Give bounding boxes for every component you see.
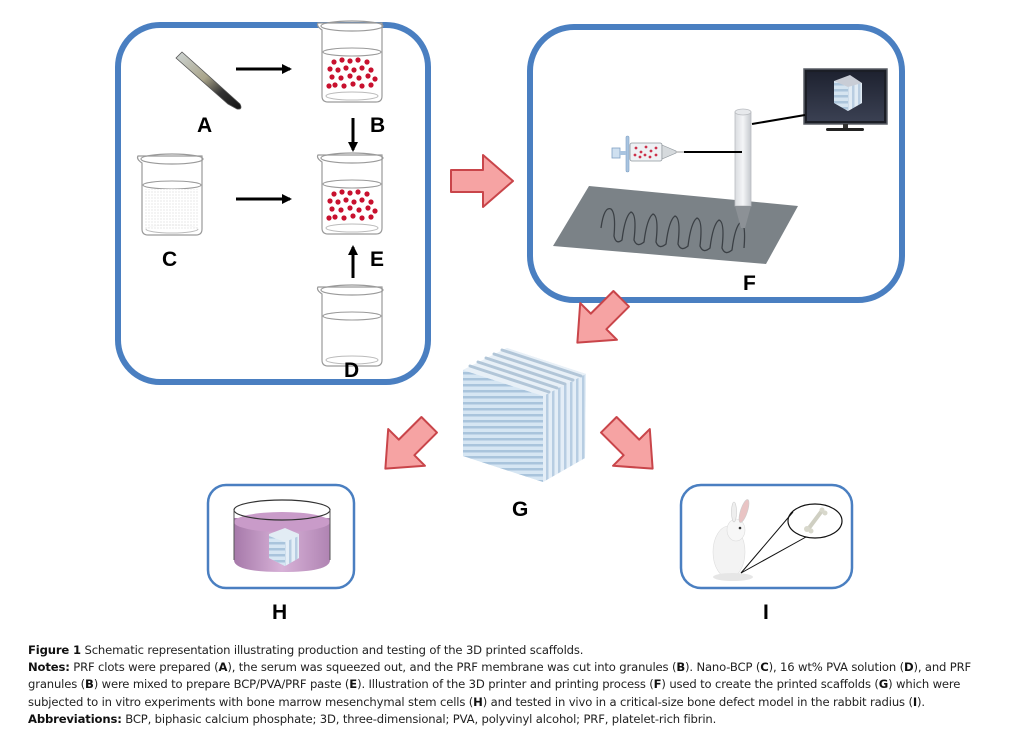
- syringe-icon: [611, 135, 684, 173]
- notes-segment: ) and tested in vivo in a critical-size …: [482, 694, 913, 709]
- panel-reference: G: [878, 677, 889, 692]
- panel-reference: F: [653, 677, 662, 692]
- notes-segment: ). Illustration of the 3D printer and pr…: [357, 677, 654, 692]
- beaker-d-icon: [316, 284, 384, 367]
- zoom-line-bottom: [740, 536, 807, 574]
- notes-segment: ).: [917, 694, 925, 709]
- notes-segment: ), 16 wt% PVA solution (: [768, 660, 905, 675]
- panel-reference: A: [218, 660, 228, 675]
- abbreviations-label: Abbreviations:: [28, 711, 122, 726]
- notes-text: PRF clots were prepared (A), the serum w…: [28, 660, 971, 708]
- panel-reference: B: [676, 660, 686, 675]
- zoom-line-top: [740, 511, 794, 574]
- monitor-icon: [803, 68, 888, 131]
- rabbit-icon: [712, 499, 753, 581]
- figure-caption: Figure 1 Schematic representation illust…: [28, 642, 1018, 728]
- label-h: H: [272, 601, 287, 624]
- print-head-icon: [734, 108, 752, 228]
- label-b: B: [370, 114, 385, 137]
- panel-reference: D: [903, 660, 914, 675]
- panel-reference: B: [85, 677, 94, 692]
- schematic-figure: A B C E D: [115, 20, 905, 624]
- label-i: I: [763, 601, 769, 624]
- label-g: G: [512, 498, 528, 521]
- monitor-cable: [751, 114, 806, 125]
- flow-arrow-to-rabbit: [589, 405, 673, 489]
- bone-icon: [804, 507, 828, 534]
- panel-reference: C: [760, 660, 769, 675]
- notes-segment: ) which were subjected to in vitro exper…: [28, 677, 961, 709]
- beaker-c-icon: [136, 153, 204, 236]
- caption-title-line: Figure 1 Schematic representation illust…: [28, 642, 1018, 659]
- notes-segment: ), and PRF granules (: [28, 660, 972, 692]
- culture-dish-icon: [233, 499, 331, 572]
- panel-reference: H: [473, 694, 483, 709]
- abbreviations-text: BCP, biphasic calcium phosphate; 3D, thr…: [121, 711, 717, 726]
- label-d: D: [344, 359, 359, 382]
- notes-segment: PRF clots were prepared (: [69, 660, 219, 675]
- flow-arrow-to-culture: [365, 405, 449, 489]
- label-e: E: [370, 248, 384, 271]
- figure-title: Schematic representation illustrating pr…: [84, 643, 584, 657]
- caption-abbreviations: Abbreviations: BCP, biphasic calcium pho…: [28, 711, 1018, 728]
- label-f: F: [743, 272, 756, 295]
- notes-segment: ) were mixed to prepare BCP/PVA/PRF past…: [93, 677, 350, 692]
- label-c: C: [162, 248, 177, 271]
- notes-segment: ), the serum was squeezed out, and the P…: [227, 660, 677, 675]
- label-a: A: [197, 114, 212, 137]
- panel-reference: I: [912, 694, 917, 709]
- notes-segment: ) used to create the printed scaffolds (: [661, 677, 879, 692]
- figure-label: Figure 1: [28, 643, 81, 657]
- beaker-b-icon: [316, 20, 384, 103]
- notes-segment: ). Nano-BCP (: [685, 660, 761, 675]
- flow-arrow-to-printer: [450, 154, 514, 208]
- notes-label: Notes:: [28, 660, 70, 675]
- prf-tube-icon: [175, 51, 242, 110]
- panel-reference: E: [349, 677, 358, 692]
- scaffold-cube-icon: [463, 348, 586, 482]
- caption-notes: Notes: PRF clots were prepared (A), the …: [28, 659, 1018, 711]
- beaker-e-icon: [316, 152, 384, 235]
